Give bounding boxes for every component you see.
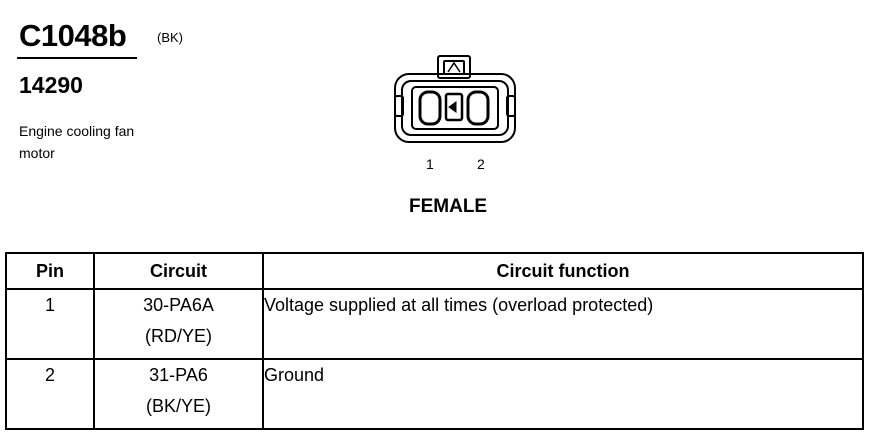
header-circuit-function: Circuit function <box>262 252 864 290</box>
circuit-cell: 31-PA6 (BK/YE) <box>93 358 264 430</box>
title-rule <box>17 57 137 59</box>
header-pin: Pin <box>5 252 95 290</box>
connector-face-diagram <box>394 55 516 143</box>
pin-cavity-1 <box>418 90 442 126</box>
color-code: (BK) <box>157 30 183 45</box>
component-description: Engine cooling fan motor <box>19 123 135 161</box>
circuit-number: 31-PA6 <box>149 365 208 385</box>
circuit-function-cell: Voltage supplied at all times (overload … <box>262 288 864 360</box>
circuit-cell: 30-PA6A (RD/YE) <box>93 288 264 360</box>
connector-id: C1048b <box>19 18 127 53</box>
connector-center-key <box>444 92 464 122</box>
header-circuit: Circuit <box>93 252 264 290</box>
pin-label-1: 1 <box>426 156 434 172</box>
pin-cavity-2 <box>466 90 490 126</box>
wire-color: (BK/YE) <box>145 396 211 416</box>
circuit-function-cell: Ground <box>262 358 864 430</box>
connector-gender-label: FEMALE <box>409 196 488 217</box>
table-row: 1 30-PA6A (RD/YE) Voltage supplied at al… <box>5 288 864 360</box>
part-number: 14290 <box>19 72 83 98</box>
circuit-number: 30-PA6A <box>143 295 214 315</box>
pin-label-2: 2 <box>477 156 485 172</box>
pin-cell: 2 <box>5 358 95 430</box>
pin-cell: 1 <box>5 288 95 360</box>
connector-lock-tab <box>437 55 471 79</box>
table-row: 2 31-PA6 (BK/YE) Ground <box>5 358 864 430</box>
table-header-row: Pin Circuit Circuit function <box>5 252 864 290</box>
wire-color: (RD/YE) <box>145 326 212 346</box>
pin-table: Pin Circuit Circuit function 1 30-PA6A (… <box>5 252 864 430</box>
